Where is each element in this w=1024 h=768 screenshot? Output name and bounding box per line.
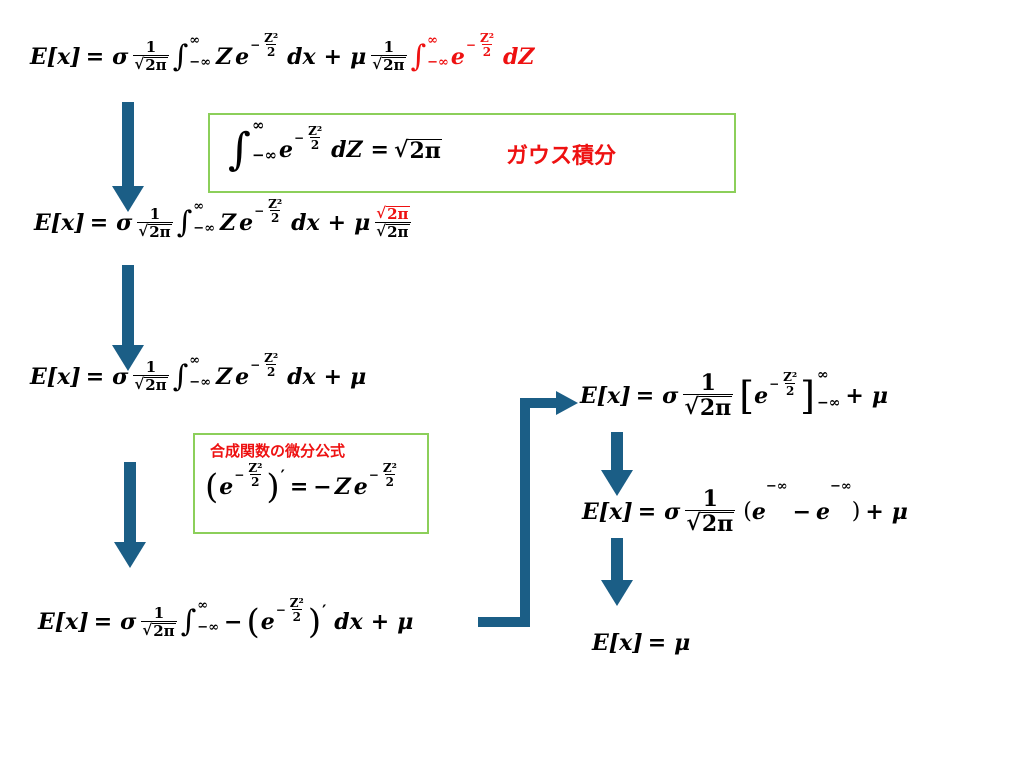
gauss-integral-label: ガウス積分 [506, 144, 617, 169]
gauss-integral-box [208, 113, 736, 193]
chain-rule-label: 合成関数の微分公式 [210, 442, 346, 460]
down-arrow-2 [112, 265, 144, 371]
down-arrow-4 [601, 432, 633, 496]
fraction: 1√2π [133, 38, 169, 74]
lhs: E[x] [30, 43, 81, 70]
chain-rule-box [193, 433, 429, 534]
down-arrow-3 [114, 462, 146, 568]
equation-7: E[x] = μ [592, 630, 691, 656]
equation-6: E[x] = σ 1√2π ( e−∞ − e−∞ ) + μ [582, 479, 908, 537]
down-arrow-5 [601, 538, 633, 606]
down-arrow-1 [112, 102, 144, 212]
integral: ∫∞−∞ [172, 32, 212, 74]
elbow-arrow [478, 391, 578, 627]
